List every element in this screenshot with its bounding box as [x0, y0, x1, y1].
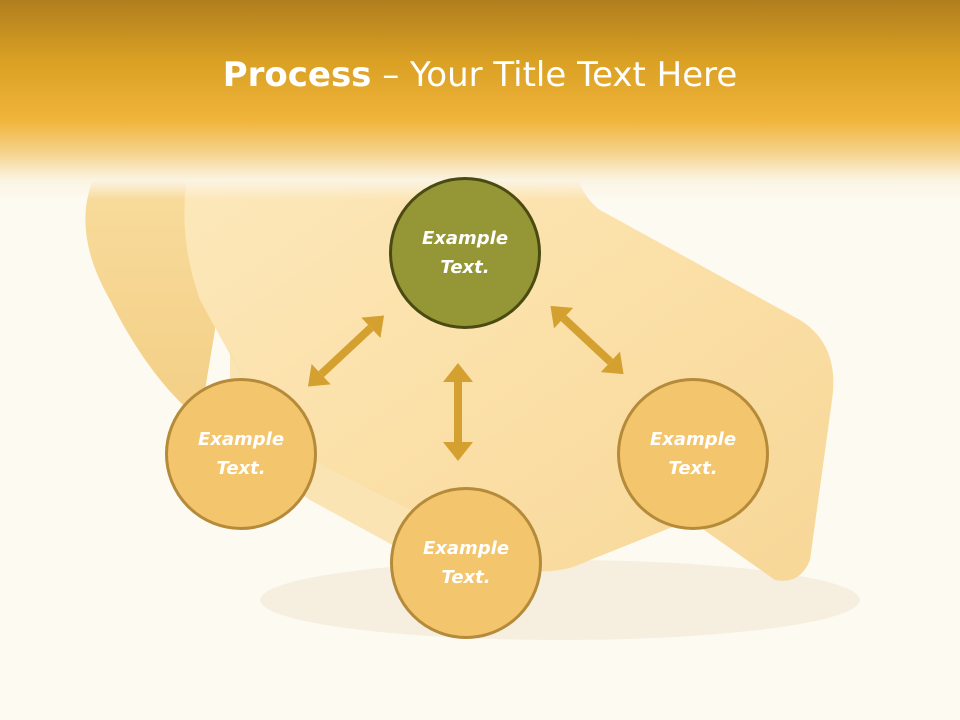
slide-title: Process – Your Title Text Here — [0, 52, 960, 98]
node-left-line1: Example — [197, 429, 285, 450]
title-rest: – Your Title Text Here — [371, 55, 738, 95]
arrow-top-left — [307, 315, 385, 387]
process-node-bottom[interactable]: Example Text. — [390, 487, 542, 639]
node-left-line2: Text. — [216, 458, 266, 479]
node-top-line1: Example — [421, 228, 509, 249]
node-bottom-line1: Example — [422, 538, 510, 559]
node-top-line2: Text. — [440, 257, 490, 278]
process-node-right[interactable]: Example Text. — [617, 378, 769, 530]
node-right-line2: Text. — [668, 458, 718, 479]
process-node-left[interactable]: Example Text. — [165, 378, 317, 530]
title-bold: Process — [222, 55, 372, 95]
arrow-vertical — [443, 363, 473, 461]
node-right-line1: Example — [649, 429, 737, 450]
process-node-top[interactable]: Example Text. — [389, 177, 541, 329]
node-bottom-line2: Text. — [441, 567, 491, 588]
title-banner — [0, 0, 960, 200]
arrow-top-right — [550, 305, 624, 375]
